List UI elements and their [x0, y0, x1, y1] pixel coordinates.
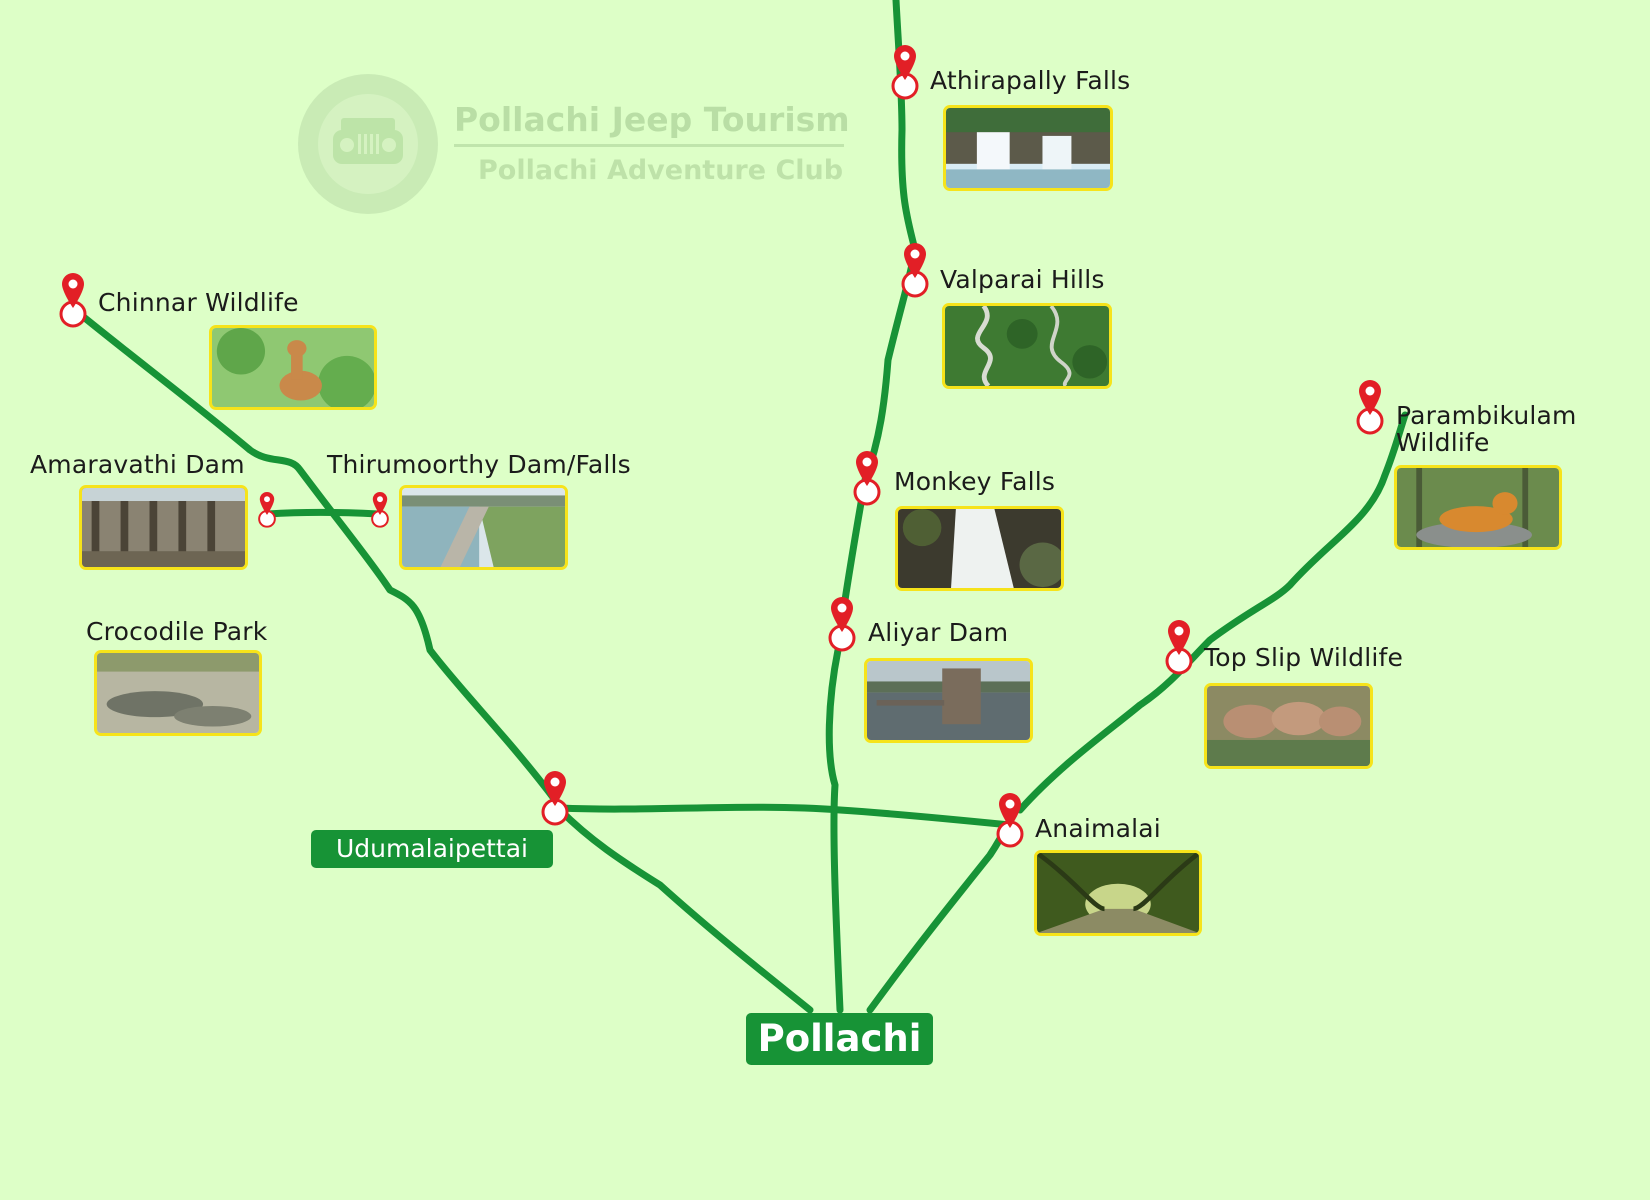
hub-label-udumalaipettai: Udumalaipettai [311, 830, 553, 868]
road-anaimalai-parambikulam [1016, 411, 1409, 814]
location-pin-icon[interactable] [540, 768, 570, 826]
hill-road-photo-icon[interactable] [942, 303, 1112, 389]
dam-tower-photo-icon[interactable] [864, 658, 1033, 743]
watermark-subtitle: Pollachi Adventure Club [478, 155, 844, 186]
watermark-title: Pollachi Jeep Tourism [454, 100, 850, 139]
place-label-aliyar: Aliyar Dam [868, 618, 1009, 647]
waterfall-photo-icon[interactable] [895, 506, 1064, 591]
location-pin-icon[interactable] [852, 448, 882, 506]
place-label-athirapally: Athirapally Falls [930, 66, 1131, 95]
deer-photo-icon[interactable] [209, 325, 377, 410]
watermark: Pollachi Jeep Tourism Pollachi Adventure… [296, 70, 856, 220]
location-pin-icon[interactable] [1355, 377, 1385, 435]
crocodile-photo-icon[interactable] [94, 650, 262, 736]
dam-photo-icon[interactable] [79, 485, 248, 570]
place-label-anaimalai: Anaimalai [1035, 814, 1161, 843]
place-label-thirumoorthy: Thirumoorthy Dam/Falls [327, 450, 631, 479]
place-label-amaravathi: Amaravathi Dam [30, 450, 245, 479]
location-pin-icon[interactable] [827, 594, 857, 652]
place-label-parambikulam: Parambikulam Wildlife [1396, 401, 1577, 457]
place-label-monkey: Monkey Falls [894, 467, 1056, 496]
tree-tunnel-photo-icon[interactable] [1034, 850, 1202, 936]
road-pollachi-anaimalai [866, 816, 1014, 1014]
location-pin-icon[interactable] [890, 42, 920, 100]
location-pin-icon[interactable] [58, 270, 88, 328]
road-pollachi-udumalaipettai [556, 806, 814, 1014]
tiger-photo-icon[interactable] [1394, 465, 1562, 550]
place-label-crocodile: Crocodile Park [86, 617, 268, 646]
jeep-club-logo [296, 72, 441, 217]
place-label-chinnar: Chinnar Wildlife [98, 288, 299, 317]
location-pin-icon[interactable] [256, 490, 278, 528]
hub-label-pollachi: Pollachi [746, 1013, 933, 1065]
road-amaravathi-thirumoorthy [264, 509, 382, 518]
road-udumalaipettai-chinnar [71, 306, 559, 804]
road-udumalaipettai-anaimalai [556, 803, 1014, 829]
reservoir-photo-icon[interactable] [399, 485, 568, 570]
place-label-topslip: Top Slip Wildlife [1204, 643, 1404, 672]
waterfall-photo-icon[interactable] [943, 105, 1113, 191]
location-pin-icon[interactable] [995, 790, 1025, 848]
place-label-valparai: Valparai Hills [940, 265, 1105, 294]
location-pin-icon[interactable] [369, 490, 391, 528]
location-pin-icon[interactable] [1164, 617, 1194, 675]
elephant-photo-icon[interactable] [1204, 683, 1373, 769]
watermark-divider [454, 144, 844, 147]
location-pin-icon[interactable] [900, 240, 930, 298]
